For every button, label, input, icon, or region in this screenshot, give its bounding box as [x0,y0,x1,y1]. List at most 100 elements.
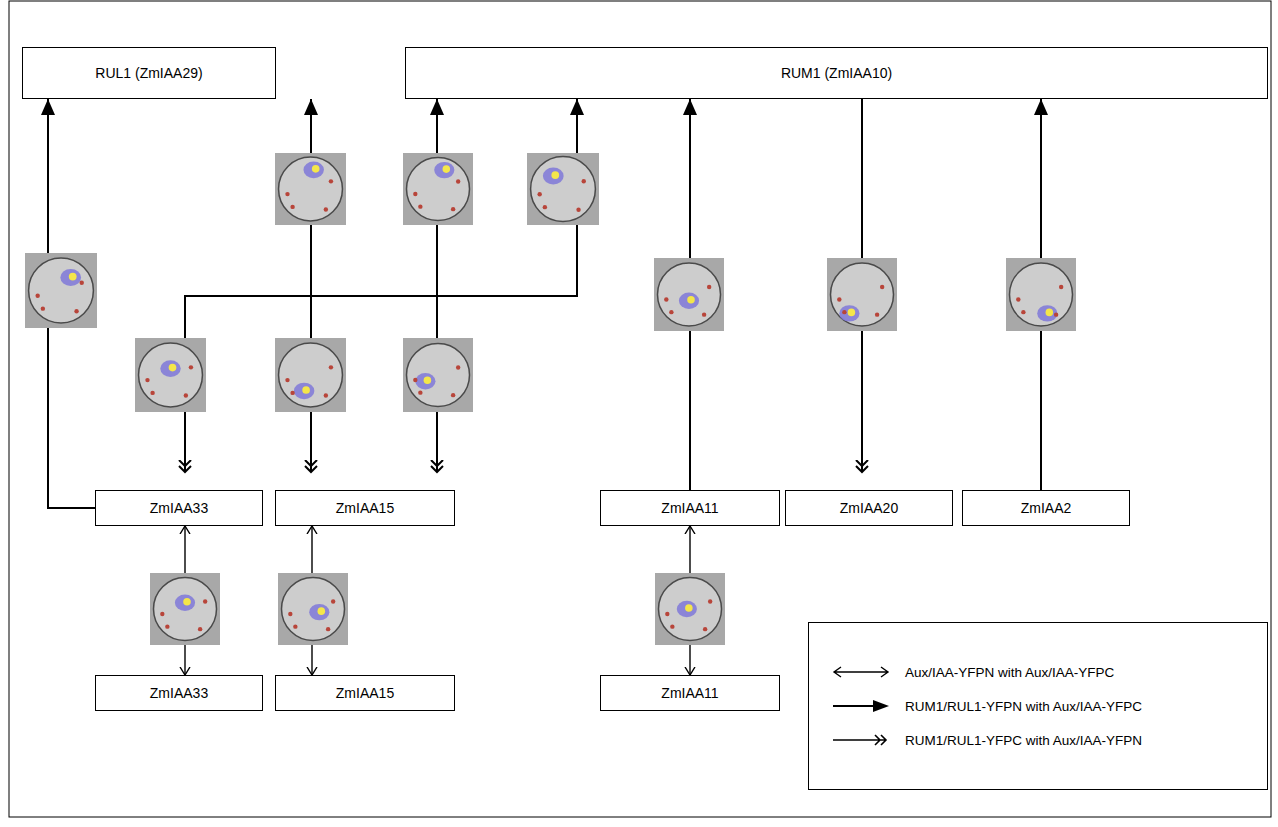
protein-name: ZmIAA20 [840,500,898,516]
chloroplast-dot [324,207,328,211]
protoplast-photo [827,258,897,331]
protein-box: RUL1 (ZmIAA29) [22,47,276,99]
protein-box: ZmIAA15 [275,675,455,711]
photo-ground [278,573,348,645]
photo-ground [527,153,599,225]
legend-text: RUM1/RUL1-YFPC with Aux/IAA-YFPN [905,733,1142,748]
chloroplast-dot [413,192,417,196]
protein-name: ZmIAA15 [336,500,394,516]
legend-symbol [831,698,891,714]
photo-ground [403,338,473,412]
photo-ground [1006,258,1076,331]
protoplast-photo [403,153,473,225]
yfp-signal [302,386,310,394]
nucleus-signal [1037,305,1057,321]
protoplast-cell [29,258,94,323]
chloroplast-dot [35,293,39,297]
chloroplast-dot [842,310,846,314]
protoplast-photo [25,253,97,328]
chloroplast-dot [189,365,193,369]
chloroplast-dot [165,624,169,628]
chloroplast-dot [418,390,422,394]
nucleus-signal [543,168,564,185]
chloroplast-dot [1054,312,1058,316]
chloroplast-dot [664,297,668,301]
protein-name: ZmIAA15 [336,685,394,701]
protoplast-photo [150,573,220,645]
protein-box: ZmIAA15 [275,490,455,526]
nucleus-signal [415,373,435,389]
protoplast-photo [278,573,348,645]
protoplast-photo [135,338,206,412]
chloroplast-dot [708,599,712,603]
interaction-arrow [185,99,577,472]
nucleus-signal [679,293,699,309]
protoplast-cell [154,578,217,641]
protoplast-photo [403,338,473,412]
chloroplast-dot [665,612,669,616]
chloroplast-dot [875,312,879,316]
chloroplast-dot [1059,285,1063,289]
protein-name: ZmIAA11 [661,685,718,701]
chloroplast-dot [203,599,207,603]
yfp-signal [687,296,695,304]
legend-row: RUM1/RUL1-YFPC with Aux/IAA-YFPN [831,732,1253,748]
chloroplast-dot [702,312,706,316]
nucleus-signal [294,383,314,400]
nucleus-signal [160,360,180,377]
protoplast-cell [282,578,345,641]
chloroplast-dot [1016,297,1020,301]
protein-box: ZmIAA11 [600,490,780,526]
legend-row: RUM1/RUL1-YFPN with Aux/IAA-YFPC [831,698,1253,714]
photo-ground [654,258,724,331]
chloroplast-dot [707,285,711,289]
chloroplast-dot [543,205,547,209]
chloroplast-dot [41,306,45,310]
chloroplast-dot [326,627,330,631]
yfp-signal [183,598,191,606]
protein-box: ZmIAA33 [95,675,263,711]
protein-name: RUL1 (ZmIAA29) [95,65,202,81]
photo-ground [275,338,346,412]
chloroplast-dot [198,627,202,631]
nucleus-signal [677,601,697,617]
yfp-signal [424,377,432,385]
chloroplast-dot [150,391,154,395]
chloroplast-dot [285,378,289,382]
chloroplast-dot [670,624,674,628]
protein-name: ZmIAA2 [1021,500,1072,516]
protoplast-photo [275,338,346,412]
protein-name: ZmIAA33 [150,685,208,701]
chloroplast-dot [324,393,328,397]
nucleus-signal [309,604,329,620]
chloroplast-dot [285,192,289,196]
photo-ground [655,573,725,645]
chloroplast-dot [329,179,333,183]
chloroplast-dot [331,599,335,603]
figure-frame [9,1,1271,817]
protoplast-cell [1010,263,1073,326]
chloroplast-dot [290,205,294,209]
protoplast-photo [527,153,599,225]
protein-name: RUM1 (ZmIAA10) [781,65,892,81]
protoplast-photo [654,258,724,331]
nucleus-signal [303,162,323,179]
photo-ground [150,573,220,645]
chloroplast-dot [288,612,292,616]
protoplast-cell [279,157,343,221]
yfp-signal [848,309,856,317]
legend-text: RUM1/RUL1-YFPN with Aux/IAA-YFPC [905,699,1142,714]
yfp-signal [69,273,77,281]
protein-box: RUM1 (ZmIAA10) [405,47,1268,99]
protein-box: ZmIAA11 [600,675,780,711]
legend-box: Aux/IAA-YFPN with Aux/IAA-YFPCRUM1/RUL1-… [808,622,1268,790]
chloroplast-dot [160,612,164,616]
protoplast-cell [407,344,470,407]
chloroplast-dot [145,378,149,382]
protoplast-cell [407,158,470,221]
photo-ground [25,253,97,328]
chloroplast-dot [184,393,188,397]
chloroplast-dot [329,365,333,369]
chloroplast-dot [456,179,460,183]
photo-ground [275,153,346,225]
